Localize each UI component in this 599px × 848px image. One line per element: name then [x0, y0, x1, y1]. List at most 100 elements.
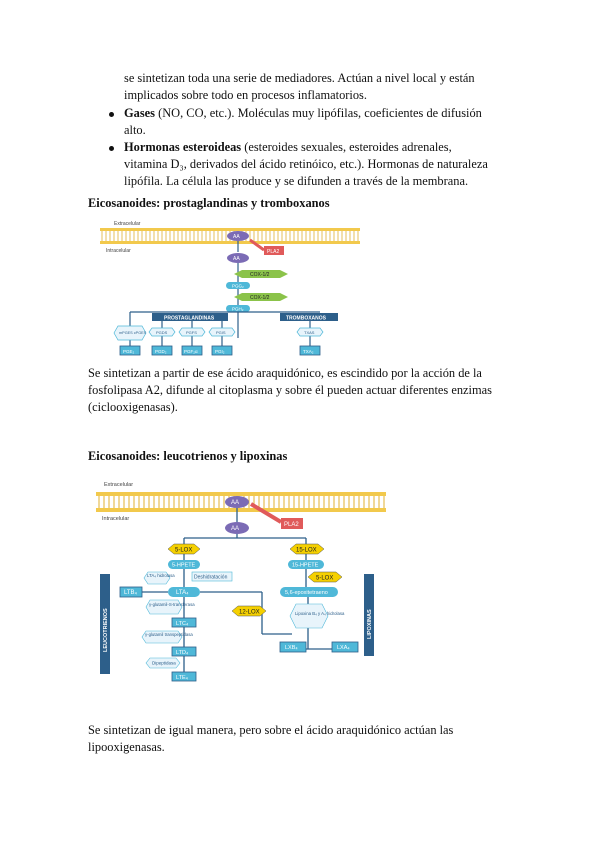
lta4-label: LTA₄ [176, 590, 189, 596]
hpete5-node [168, 560, 200, 569]
gglut-transferasa-label: γ-glutamil-S-transferasa [149, 602, 195, 607]
ltb4-node [119, 586, 143, 598]
aa-node-membrane [225, 496, 249, 508]
lipoxinas-label: LIPOXINAS [367, 609, 373, 639]
hpete5-label: 5-HPETE [172, 563, 196, 569]
enzyme-pgfs [178, 327, 206, 337]
pla2-node [264, 246, 284, 255]
dipeptidasa-label: Dipeptidasa [152, 661, 176, 666]
aa-node [225, 522, 249, 534]
hpete15-label: 15-HPETE [292, 563, 319, 569]
enzyme-label-0: mPGES cPGES [119, 331, 147, 335]
aa-label: AA [231, 526, 239, 532]
leucotrienos-bar [100, 574, 110, 674]
aa-node-membrane [227, 231, 249, 241]
bullet-term: Gases [124, 106, 155, 120]
pgg2-label: PGG₂ [232, 284, 244, 289]
bullet-hormonas-line-2: vitamina D₃, derivados del ácido retinói… [124, 157, 488, 171]
pla2-label: PLA2 [284, 522, 299, 528]
cox-enzyme-1 [234, 270, 288, 278]
gglut-transpeptidasa [141, 630, 183, 644]
lox5b-enzyme [307, 571, 343, 583]
para-prostaglandinas-1: Se sintetizan a partir de ese ácido araq… [88, 366, 482, 380]
bullet-hormonas-line-3: lipófila. La célula las produce y se dif… [124, 174, 469, 188]
leukotriene-diagram: Extracelular Intracelular AA AA PLA2 5-L… [96, 482, 386, 682]
ltc4-label: LTC₄ [176, 621, 189, 627]
bullet-text: (esteroides sexuales, esteroides adrenal… [241, 140, 452, 154]
lox5-label: 5-LOX [175, 548, 192, 554]
intracelular-label: Intracelular [106, 248, 131, 254]
enzyme-label-3: PGIS [216, 330, 226, 335]
enzyme-label-2: PGFS [186, 330, 197, 335]
lxb4-node [279, 641, 307, 653]
enzyme-pgds [148, 327, 176, 337]
bullet-dot [109, 112, 114, 117]
aa-label-2: AA [233, 256, 240, 262]
product-label-3: PGI₂ [215, 349, 225, 354]
lxa4-node [331, 641, 359, 653]
bullet-gases-line-2: alto. [124, 123, 146, 137]
product-label-1: PGD₂ [155, 349, 167, 354]
bullet-dot [109, 146, 114, 151]
aa-label-membrane: AA [231, 500, 239, 506]
cox-enzyme-2 [234, 293, 288, 301]
pgg2-node [226, 282, 250, 289]
product-pgi2 [211, 345, 233, 356]
extracelular-label: Extracelular [114, 221, 141, 227]
bullet-gases: Gases (NO, CO, etc.). Moléculas muy lipó… [124, 105, 482, 122]
product-pgf2a [181, 345, 203, 356]
product-label-4: TXA₂ [303, 349, 314, 354]
lox5-enzyme [167, 543, 201, 555]
lox15-enzyme [289, 543, 325, 555]
enzyme-txas [296, 327, 324, 337]
lta4-hidrolasa [143, 571, 171, 585]
para-leucotrienos-2: lipooxigenasas. [88, 740, 165, 754]
lox12-enzyme [231, 605, 267, 617]
product-pgd2 [151, 345, 173, 356]
lxa4-label: LXA₄ [337, 645, 350, 651]
lox5b-label: 5-LOX [316, 576, 333, 582]
tromboxanos-bar [280, 313, 338, 321]
deshidratacion-label: Deshidratación [194, 575, 228, 581]
lte4-node [171, 671, 197, 682]
intro-line-2: implicados sobre todo en procesos inflam… [124, 88, 367, 102]
leucotrienos-label: LEUCOTRIENOS [103, 608, 109, 652]
bullet-term: Hormonas esteroideas [124, 140, 242, 154]
lox12-label: 12-LOX [239, 610, 260, 616]
ltd4-node [171, 646, 197, 657]
aa-node [227, 253, 249, 263]
para-prostaglandinas-3: (ciclooxigenasas). [88, 400, 178, 414]
ltb4-label: LTB₄ [124, 590, 138, 596]
epoxi-label: 5,6-epoxitetraeno [285, 590, 328, 596]
cox-label-2: COX-1/2 [250, 295, 270, 301]
lox15-label: 15-LOX [296, 548, 317, 554]
cox-label-1: COX-1/2 [250, 272, 270, 278]
lte4-label: LTE₄ [176, 675, 189, 681]
para-prostaglandinas-2: fosfolipasa A2, difunde al citoplasma y … [88, 383, 492, 397]
hpete15-node [288, 560, 324, 569]
lxb4-label: LXB₄ [285, 645, 298, 651]
lta4-hidrolasa-label: LTA₄ hidrolasa [147, 573, 175, 578]
aa-label: AA [233, 234, 240, 240]
enzyme-label-4: TXAS [304, 330, 315, 335]
epoxi-node [280, 587, 338, 597]
lta4-node [168, 587, 200, 597]
prostaglandinas-label: PROSTAGLANDINAS [164, 316, 215, 322]
enzyme-mpges [113, 325, 147, 341]
prostaglandinas-bar [152, 313, 228, 321]
prostaglandin-diagram: Extracelular Intracelular AA PLA2 AA COX… [100, 221, 360, 356]
deshidratacion-box [191, 571, 233, 582]
enzyme-pgis [208, 327, 236, 337]
extracelular-label: Extracelular [104, 482, 133, 488]
product-txa2 [299, 345, 321, 356]
enzyme-label-1: PGDS [156, 330, 168, 335]
bullet-text: (NO, CO, etc.). Moléculas muy lipófilas,… [154, 106, 482, 120]
bullet-hormonas: Hormonas esteroideas (esteroides sexuale… [124, 139, 452, 156]
dipeptidasa [145, 657, 181, 669]
intro-line-1: se sintetizan toda una serie de mediador… [124, 71, 475, 85]
pla2-node [281, 518, 303, 529]
product-pge2 [119, 345, 141, 356]
gglut-transferasa [145, 599, 183, 615]
lipoxinas-bar [364, 574, 374, 656]
